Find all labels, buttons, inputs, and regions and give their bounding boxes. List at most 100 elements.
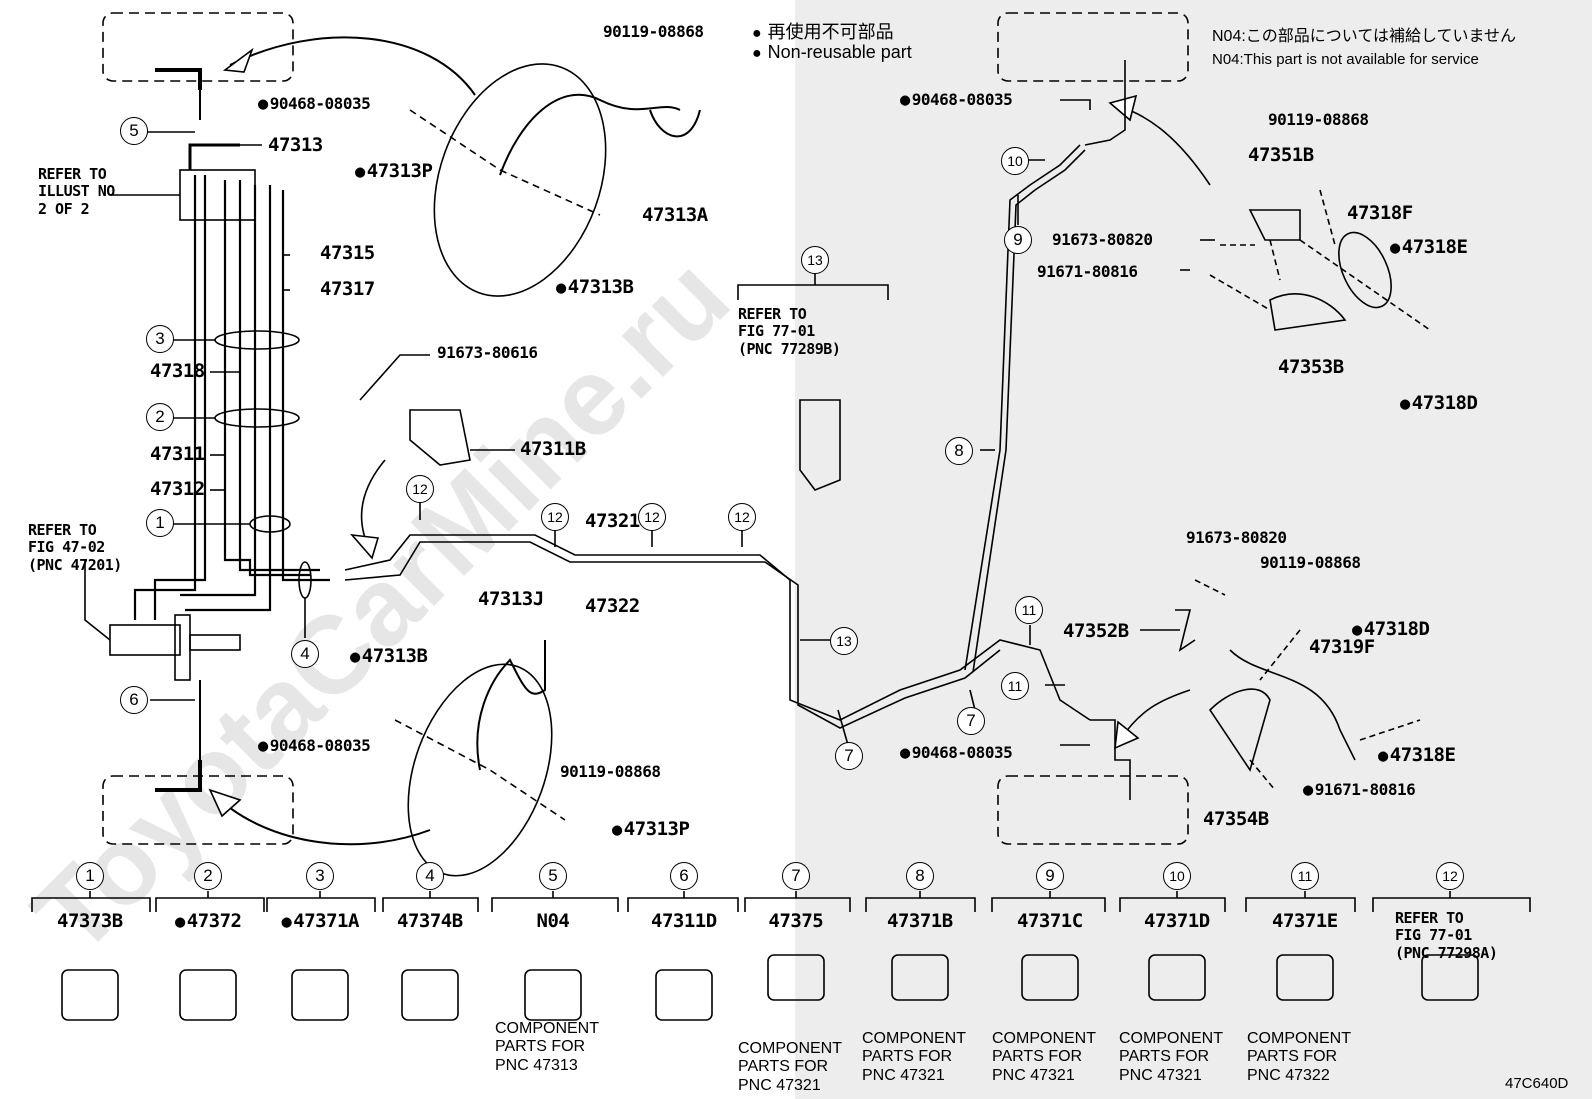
part-label: 47313A	[642, 204, 708, 226]
part-label: 91673-80616	[437, 343, 538, 362]
refer-note-illust: REFER TO ILLUST NO 2 OF 2	[38, 165, 115, 218]
bottom-part-label: N04	[536, 910, 570, 932]
watermark: ToyotaCarMine.ru	[10, 235, 752, 977]
arrow-br-head	[1114, 720, 1140, 750]
part-label: 91673-80820	[1186, 528, 1287, 547]
callout-5: 5	[120, 117, 148, 145]
component-note: COMPONENT PARTS FOR PNC 47321	[862, 1030, 966, 1084]
group-bracket	[1119, 891, 1226, 912]
part-label: 90468-08035	[900, 745, 1013, 762]
callout-7: 7	[835, 742, 863, 770]
part-label: 47315	[320, 242, 375, 264]
part-label: 91671-80816	[1037, 262, 1138, 281]
part-label: 90468-08035	[258, 738, 371, 755]
component-note: COMPONENT PARTS FOR PNC 47321	[1119, 1030, 1223, 1084]
callout-9: 9	[1036, 862, 1064, 890]
bottom-part-label: 47372	[175, 912, 242, 931]
part-label: 47311B	[520, 438, 586, 460]
clip-sketch	[891, 954, 949, 1001]
part-label: 47312	[150, 478, 205, 500]
arrow-mid-head	[350, 533, 380, 560]
part-label: 47313B	[350, 647, 428, 666]
part-label: 47318D	[1352, 620, 1430, 639]
part-label: 47322	[585, 595, 640, 617]
part-label: 47313P	[612, 820, 690, 839]
callout-11: 11	[1291, 862, 1319, 890]
callout-6: 6	[120, 686, 148, 714]
refer-note-fig7701b: REFER TO FIG 77-01 (PNC 77289B)	[738, 305, 841, 358]
clamp-3	[214, 330, 300, 350]
callout-3: 3	[146, 325, 174, 353]
group-bracket	[491, 891, 619, 912]
group-bracket	[155, 891, 265, 912]
callout-12: 12	[406, 475, 434, 503]
group-bracket	[1245, 891, 1356, 912]
part-label: 47318D	[1400, 394, 1478, 413]
callout-9: 9	[1004, 226, 1032, 254]
part-label: 47313P	[355, 162, 433, 181]
clip-sketch	[1276, 954, 1334, 1001]
part-label: 47353B	[1278, 356, 1344, 378]
part-label: 47351B	[1248, 144, 1314, 166]
callout-1: 1	[76, 862, 104, 890]
callout-8: 8	[945, 437, 973, 465]
callout-6: 6	[670, 862, 698, 890]
callout-8: 8	[906, 862, 934, 890]
callout-10: 10	[1001, 147, 1029, 175]
part-label: 90468-08035	[258, 96, 371, 113]
component-note: COMPONENT PARTS FOR PNC 47321	[992, 1030, 1096, 1084]
arrow-tl	[229, 36, 476, 96]
callout-2: 2	[194, 862, 222, 890]
callout-11: 11	[1001, 672, 1029, 700]
callout-4: 4	[416, 862, 444, 890]
service-note-jp: N04:この部品については補給していません	[1212, 28, 1517, 45]
callout-11: 11	[1015, 596, 1043, 624]
arrow-bl	[214, 794, 431, 846]
clip-sketch	[61, 969, 119, 1021]
callout-5: 5	[539, 862, 567, 890]
callout-7: 7	[782, 862, 810, 890]
bottom-part-label: 47375	[768, 910, 824, 932]
part-label: 90119-08868	[603, 22, 704, 41]
arrow-tr-head	[1108, 94, 1138, 122]
bottom-part-label: 47374B	[397, 910, 463, 932]
part-label: 47311	[150, 443, 205, 465]
group-bracket	[266, 891, 376, 912]
bottom-part-label: 47373B	[57, 910, 123, 932]
component-note: COMPONENT PARTS FOR PNC 47321	[738, 1040, 842, 1094]
callout-13: 13	[801, 246, 829, 274]
clip-sketch	[655, 969, 713, 1021]
callout-13: 13	[830, 627, 858, 655]
clip-sketch	[179, 969, 237, 1021]
part-label: 47317	[320, 278, 375, 300]
clip-sketch	[1421, 954, 1479, 1001]
part-label: 47313J	[478, 588, 544, 610]
refer-note-fig4702: REFER TO FIG 47-02 (PNC 47201)	[28, 521, 122, 574]
clip-sketch	[291, 969, 349, 1021]
group-bracket	[991, 891, 1106, 912]
bottom-part-label: 47311D	[651, 910, 717, 932]
part-label: 47318F	[1347, 202, 1413, 224]
clip-sketch	[1021, 954, 1079, 1001]
refer-note-fig7701a: REFER TO FIG 77-01 (PNC 77298A)	[1395, 909, 1498, 962]
callout-12: 12	[541, 503, 569, 531]
part-label: 90119-08868	[560, 762, 661, 781]
group-bracket	[627, 891, 739, 912]
part-label: 91671-80816	[1303, 782, 1416, 799]
bottom-row-brackets	[31, 891, 1531, 1021]
service-note-en: N04:This part is not available for servi…	[1212, 51, 1479, 68]
callout-1: 1	[146, 509, 174, 537]
clip-sketch	[401, 969, 459, 1021]
legend-non-reusable-jp: ●再使用不可部品	[752, 22, 894, 42]
bottom-part-label: 47371B	[887, 910, 953, 932]
part-label: 47313	[268, 134, 323, 156]
part-label: 47352B	[1063, 620, 1129, 642]
part-label: 90119-08868	[1268, 110, 1369, 129]
group-bracket	[382, 891, 479, 912]
clamp-2	[214, 408, 300, 428]
clip-sketch	[767, 954, 825, 1001]
detail-box-tl	[102, 12, 294, 82]
group-bracket	[1372, 891, 1531, 912]
group-bracket	[744, 891, 851, 912]
